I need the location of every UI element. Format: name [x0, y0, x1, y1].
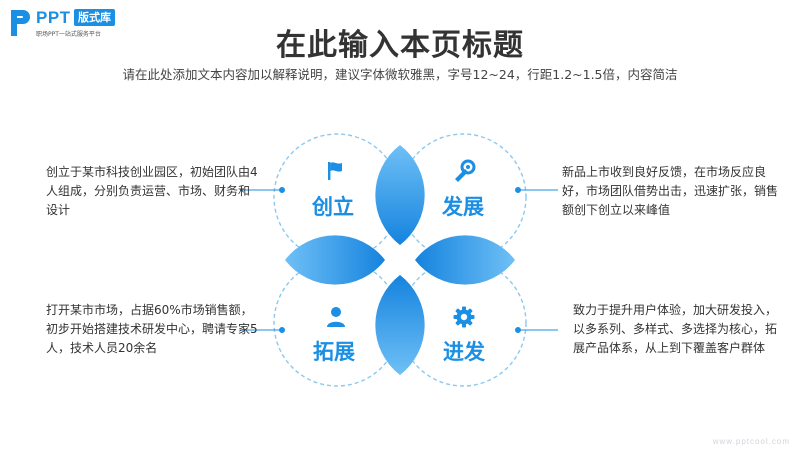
logo-wordmark: PPT: [36, 8, 71, 27]
page-subtitle: 请在此处添加文本内容加以解释说明，建议字体微软雅黑，字号12~24，行距1.2~…: [122, 67, 678, 82]
description-top-right: 新品上市收到良好反馈，在市场反应良好，市场团队借势出击，迅速扩张，销售额创下创立…: [562, 165, 779, 217]
description-bottom-right: 致力于提升用户体验，加大研发投入，以多系列、多样式、多选择为核心，拓展产品体系，…: [573, 303, 778, 355]
logo-badge: 版式库: [74, 9, 115, 26]
connector-dot-bottom-left: [279, 327, 285, 333]
petal-right: [415, 235, 515, 285]
description-top-left: 创立于某市科技创业园区，初始团队由4人组成，分别负责运营、市场、财务和设计: [46, 165, 258, 217]
label-bottom-right: 进发: [443, 340, 485, 364]
logo-mark-icon: [11, 10, 30, 36]
description-bottom-left: 打开某市市场，占据60%市场销售额，初步开始搭建技术研发中心，聘请专家5人，技术…: [46, 303, 258, 355]
petal-left: [285, 235, 385, 285]
connector-dot-top-right: [515, 187, 521, 193]
horn-icon: [455, 159, 476, 182]
petal-top: [375, 145, 425, 245]
petal-bottom: [375, 275, 425, 375]
connector-dot-top-left: [279, 187, 285, 193]
label-top-left: 创立: [312, 195, 354, 219]
brand-logo: PPT 版式库 职场PPT一站式服务平台: [8, 6, 158, 40]
watermark: www.pptcool.com: [712, 437, 790, 446]
page-title: 在此输入本页标题: [276, 28, 524, 63]
logo-tagline: 职场PPT一站式服务平台: [36, 31, 101, 38]
gear-icon: [453, 306, 475, 328]
flag-icon: [328, 162, 342, 180]
label-bottom-left: 拓展: [313, 340, 355, 364]
connector-dot-bottom-right: [515, 327, 521, 333]
label-top-right: 发展: [442, 195, 484, 219]
person-icon: [327, 307, 345, 327]
